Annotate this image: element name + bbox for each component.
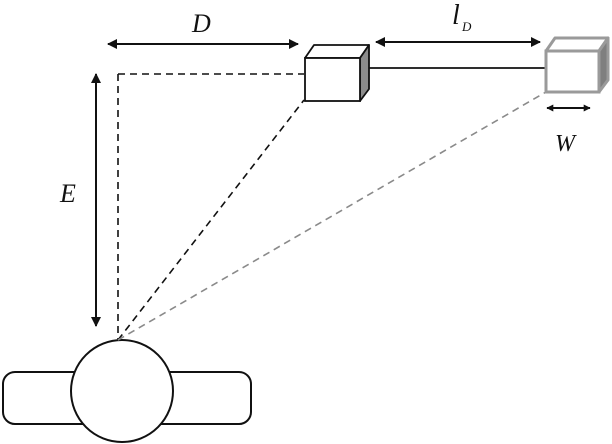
near-box-front	[304, 57, 361, 102]
sight-line-to-far-box	[117, 91, 547, 341]
far-box-front	[544, 49, 601, 94]
observer-figure	[2, 339, 252, 443]
observer-head	[70, 339, 174, 443]
length-label: l	[452, 0, 460, 31]
near-box	[304, 44, 370, 102]
width-label: W	[555, 131, 577, 157]
far-box	[544, 36, 610, 94]
length-label-subscript: D	[461, 19, 472, 34]
sight-line-to-near-box	[117, 99, 305, 341]
elevation-label: E	[59, 179, 76, 208]
distance-label: D	[191, 9, 211, 38]
near-box-top	[304, 44, 370, 59]
